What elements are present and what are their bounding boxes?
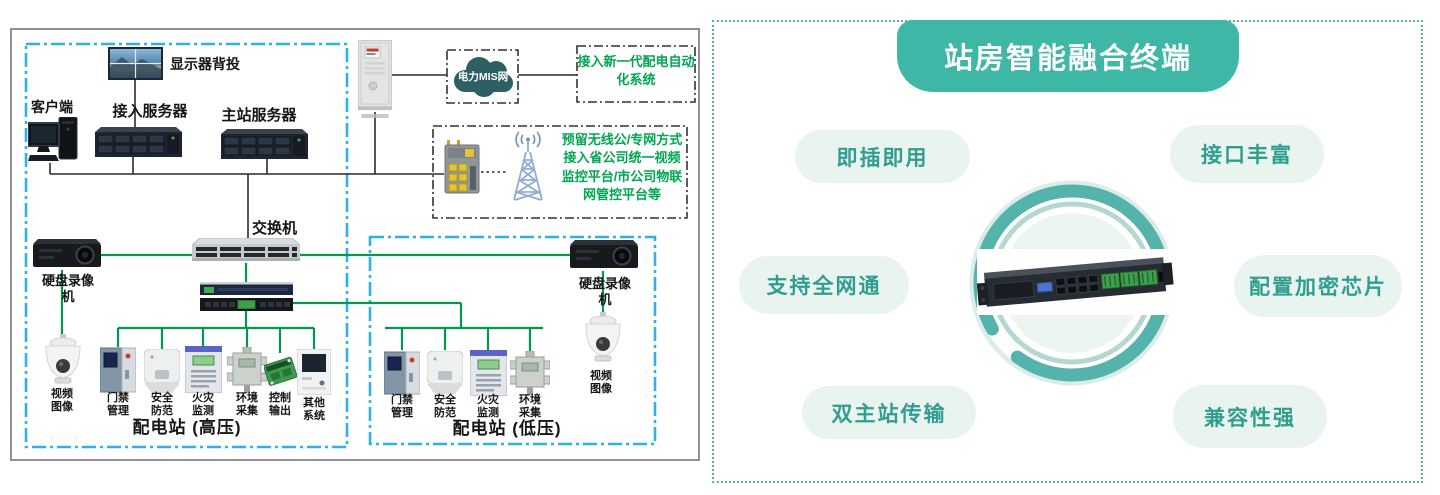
hv-station-box [24, 42, 349, 449]
hv-env-sensor-icon [227, 347, 267, 393]
hv-device-label: 安全 防范 [151, 392, 173, 418]
feature-pill-plug-and-play: 即插即用 [795, 130, 970, 183]
access-server-icon [95, 127, 182, 157]
camera-left-label: 视频 图像 [51, 388, 73, 414]
client-label: 客户端 [31, 99, 73, 115]
terminal-cabinet-icon [358, 40, 392, 112]
lv-device-label: 门禁 管理 [391, 394, 413, 420]
lv-station-box [368, 235, 657, 446]
feature-label: 双主站传输 [831, 402, 947, 426]
master-server-icon [221, 129, 308, 159]
dvr-right-icon [570, 240, 638, 271]
monitor-label: 显示器背投 [170, 56, 240, 72]
access-server-label: 接入服务器 [112, 103, 188, 120]
product-title-banner: 站房智能融合终端 [897, 20, 1239, 92]
terminal-product-image [977, 249, 1174, 315]
feature-pill-all-network: 支持全网通 [739, 256, 909, 314]
feature-label: 接口丰富 [1201, 144, 1293, 167]
feature-label: 兼容性强 [1204, 406, 1296, 430]
feature-label: 即插即用 [836, 146, 929, 170]
switch-icon [192, 238, 300, 263]
cabinet-model-label [361, 114, 389, 118]
master-server-label: 主站服务器 [221, 107, 297, 124]
lv-device-label: 安全 防范 [434, 394, 456, 420]
hv-other-system-icon [297, 349, 331, 395]
mis-cloud-icon [450, 52, 516, 100]
mis-cloud-box [446, 49, 519, 104]
client-pc-icon [28, 117, 80, 165]
product-title: 站房智能融合终端 [943, 43, 1192, 75]
wireless-box [432, 125, 688, 219]
connection-lines [24, 42, 696, 449]
fusion-terminal-icon [200, 282, 293, 311]
lv-station-label: 配电站 (低压) [452, 419, 562, 438]
auto-system-note: 接入新一代配电自动 化系统 [577, 54, 695, 88]
lv-device-label: 环境 采集 [519, 394, 541, 420]
lv-fire-panel-icon [470, 350, 507, 396]
dvr-left-icon [33, 239, 101, 270]
feature-label: 支持全网通 [766, 275, 882, 298]
camera-right-label: 视频 图像 [590, 370, 612, 396]
feature-label: 配置加密芯片 [1249, 276, 1387, 299]
feature-pill-encryption-chip: 配置加密芯片 [1234, 255, 1402, 317]
product-panel: 站房智能融合终端 [712, 20, 1423, 483]
feature-pill-rich-interfaces: 接口丰富 [1170, 125, 1324, 183]
feature-pill-dual-master: 双主站传输 [802, 386, 976, 439]
wireless-note: 预留无线公/专网方式 接入省公司统一视频 监控平台/市公司物联 网管控平台等 [561, 132, 683, 203]
lv-pir-sensor-icon [427, 351, 463, 394]
wireless-router-icon [443, 140, 481, 196]
switch-label: 交换机 [252, 220, 298, 237]
hv-station-label: 配电站 (高压) [132, 418, 242, 437]
camera-right-icon [580, 312, 626, 366]
hv-device-label: 环境 采集 [236, 392, 258, 418]
mis-cloud-label: 电力MIS网 [457, 71, 509, 83]
feature-pill-compatibility: 兼容性强 [1173, 385, 1327, 448]
lv-access-control-icon [384, 350, 420, 396]
monitor-wall-icon [108, 47, 163, 80]
telecom-tower-icon [502, 128, 554, 202]
hv-fire-panel-icon [185, 346, 222, 393]
hv-device-label: 控制 输出 [269, 392, 291, 418]
hv-control-output-icon [264, 352, 297, 392]
hv-device-label: 火灾 监测 [192, 392, 214, 418]
hv-access-control-icon [100, 346, 136, 394]
camera-left-icon [40, 334, 86, 388]
hv-device-label: 门禁 管理 [107, 392, 129, 418]
auto-system-box [576, 45, 696, 103]
dvr-left-label: 硬盘录像 机 [41, 273, 95, 304]
lv-device-label: 火灾 监测 [477, 394, 499, 420]
dvr-right-label: 硬盘录像 机 [578, 276, 632, 307]
hv-pir-sensor-icon [144, 349, 180, 393]
hv-device-label: 其他 系统 [303, 397, 325, 423]
lv-env-sensor-icon [510, 351, 550, 395]
